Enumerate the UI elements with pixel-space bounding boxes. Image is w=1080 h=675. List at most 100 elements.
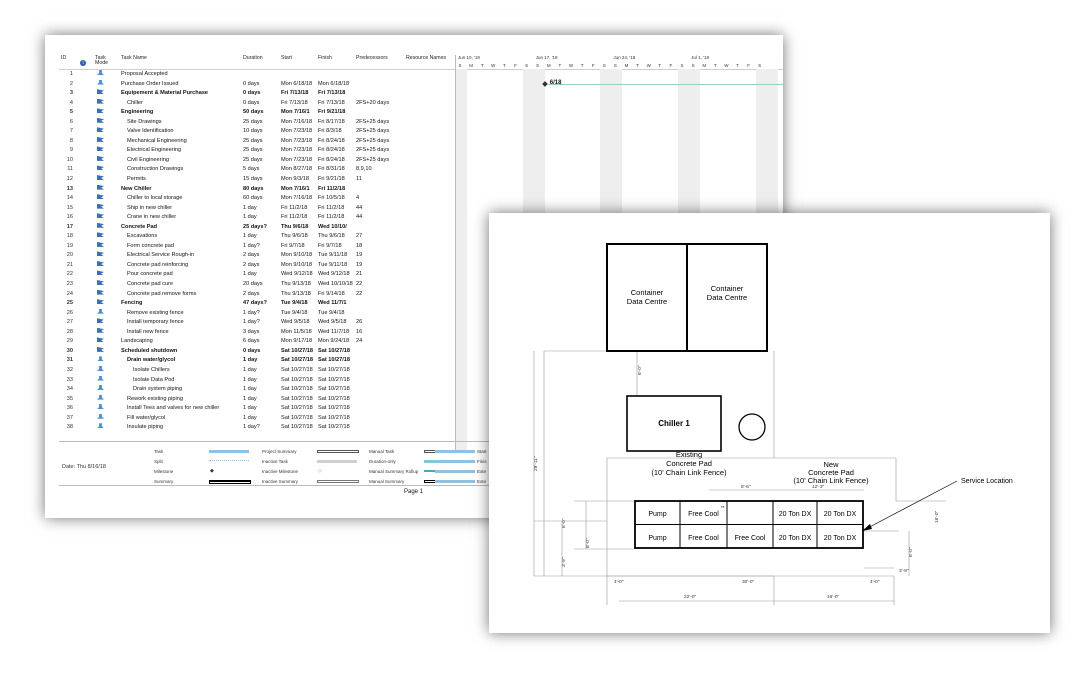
task-start: Fri 11/2/18 xyxy=(281,204,308,211)
task-finish: Wed 10/10/ xyxy=(318,223,347,230)
task-duration: 50 days xyxy=(243,109,264,116)
timescale-day: M xyxy=(469,63,473,68)
row-id: 37 xyxy=(66,414,73,421)
legend-label: Inactive Task xyxy=(262,459,288,464)
task-duration: 1 day? xyxy=(243,319,260,326)
task-start: Fri 7/13/18 xyxy=(281,99,308,106)
header-start: Start xyxy=(281,55,292,61)
dim-6ft-left: 6'-0" xyxy=(561,518,567,528)
task-finish: Sat 10/27/18 xyxy=(318,357,351,364)
task-start: Mon 7/16/1 xyxy=(281,185,310,192)
row-id: 8 xyxy=(69,137,73,144)
task-predecessors: 21 xyxy=(356,271,363,278)
task-finish: Thu 9/6/18 xyxy=(318,233,345,240)
task-start: Mon 7/16/1 xyxy=(281,109,310,116)
task-predecessors: 44 xyxy=(356,204,363,211)
equipment-cell: Pump xyxy=(648,511,666,518)
task-name: Fencing xyxy=(121,300,143,307)
timescale-day: S xyxy=(602,63,606,68)
task-start: Mon 6/18/18 xyxy=(281,80,313,87)
timescale-day: T xyxy=(503,63,506,68)
task-start: Mon 9/17/18 xyxy=(281,338,313,345)
row-id: 1 xyxy=(69,71,73,77)
task-start: Mon 7/23/18 xyxy=(281,137,313,144)
container2-line2: Data Centre xyxy=(707,293,747,302)
task-name: Mechanical Engineering xyxy=(127,137,187,144)
timescale-day: W xyxy=(724,63,729,68)
timescale-day: W xyxy=(491,63,496,68)
legend-swatch xyxy=(317,460,357,463)
task-predecessors: 2FS+20 days xyxy=(356,99,390,106)
row-id: 20 xyxy=(66,252,73,259)
row-id: 6 xyxy=(69,118,73,125)
dim-6ft-a: 6'-0" xyxy=(637,365,643,375)
task-duration: 1 day? xyxy=(243,242,260,249)
task-start: Sat 10/27/18 xyxy=(281,395,313,402)
row-id: 34 xyxy=(66,386,73,393)
header-task-name: Task Name xyxy=(121,55,147,61)
task-finish: Sat 10/27/18 xyxy=(318,414,350,421)
task-finish: Wed 9/5/18 xyxy=(318,319,347,326)
task-start: Tue 9/4/18 xyxy=(281,309,308,316)
task-duration: 0 days xyxy=(243,347,261,354)
task-mode-icon xyxy=(97,308,104,314)
task-mode-icon xyxy=(97,260,104,266)
legend-swatch xyxy=(317,480,359,483)
task-start: Sat 10/27/18 xyxy=(281,376,313,383)
legend-label: Manual Task xyxy=(369,449,395,454)
legend-swatch xyxy=(209,460,249,461)
task-finish: Sat 10/27/18 xyxy=(318,366,350,373)
legend-swatch: ◆ xyxy=(210,468,214,474)
row-id: 7 xyxy=(69,128,73,135)
task-predecessors: 22 xyxy=(356,281,363,288)
task-duration: 1 day xyxy=(243,233,257,240)
header-task-mode: Task Mode xyxy=(95,55,108,67)
timescale-day: T xyxy=(558,63,562,68)
task-start: Mon 7/16/18 xyxy=(281,118,313,125)
dim-12ft3: 12'-3" xyxy=(812,484,825,490)
legend-label: Inactive Milestone xyxy=(262,469,299,474)
timescale-day: T xyxy=(580,63,584,68)
task-name: Concrete pad remove forms xyxy=(127,290,197,297)
task-mode-icon xyxy=(97,89,104,95)
task-mode-icon xyxy=(97,394,104,400)
